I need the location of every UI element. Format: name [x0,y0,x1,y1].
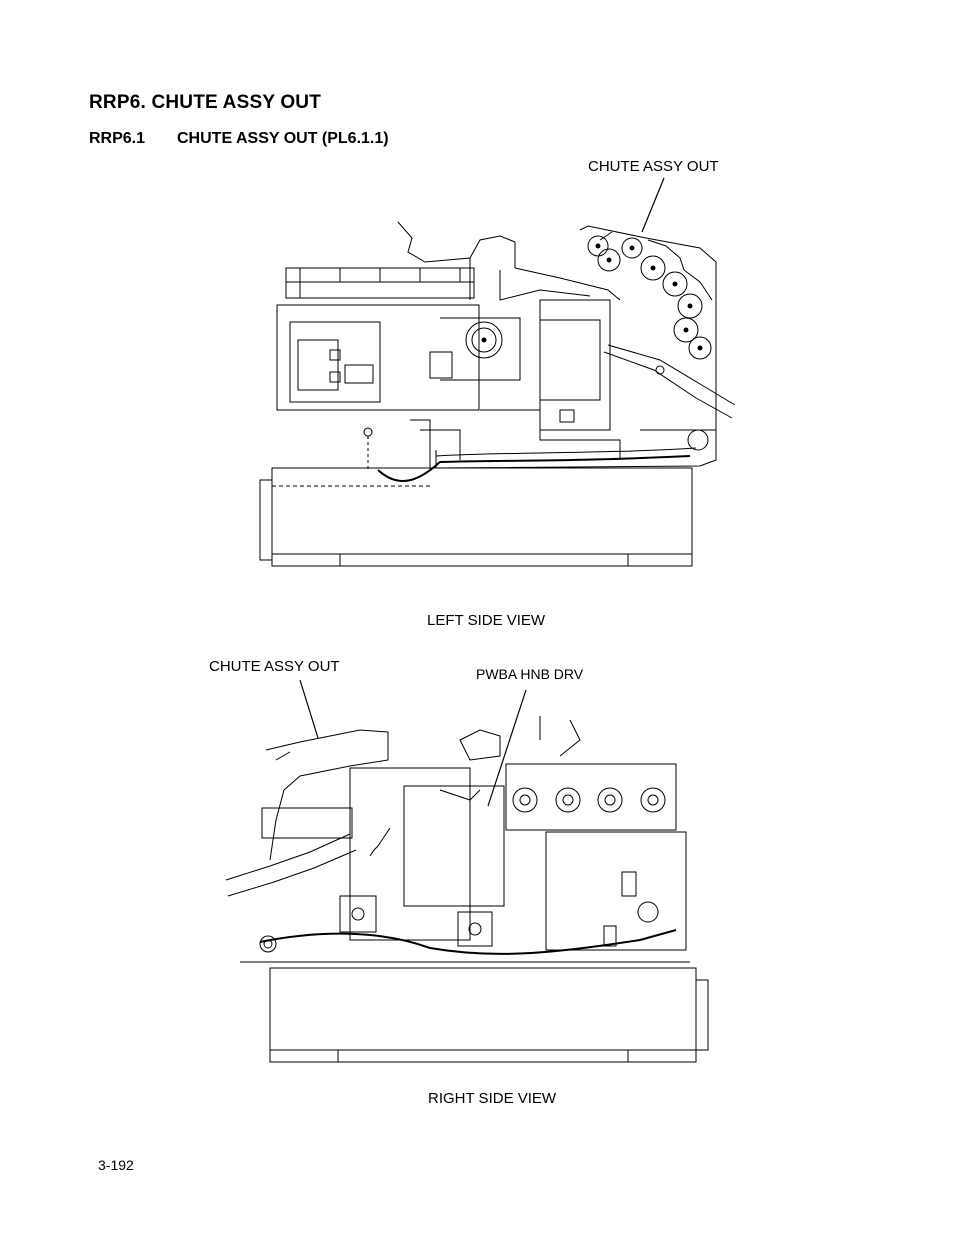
left-view-callout-chute-assy-out: CHUTE ASSY OUT [588,158,719,175]
right-view-callout-chute-assy-out: CHUTE ASSY OUT [209,658,340,675]
subsection-heading: RRP6.1 CHUTE ASSY OUT (PL6.1.1) [89,130,389,148]
subsection-title: CHUTE ASSY OUT (PL6.1.1) [177,130,389,147]
right-view-caption: RIGHT SIDE VIEW [428,1090,557,1107]
left-view-caption: LEFT SIDE VIEW [427,612,546,629]
page-number: 3-192 [98,1157,134,1173]
right-view-callout-pwba-hnb-drv: PWBA HNB DRV [476,666,584,682]
section-title: RRP6. CHUTE ASSY OUT [89,92,322,113]
subsection-number: RRP6.1 [89,130,146,147]
